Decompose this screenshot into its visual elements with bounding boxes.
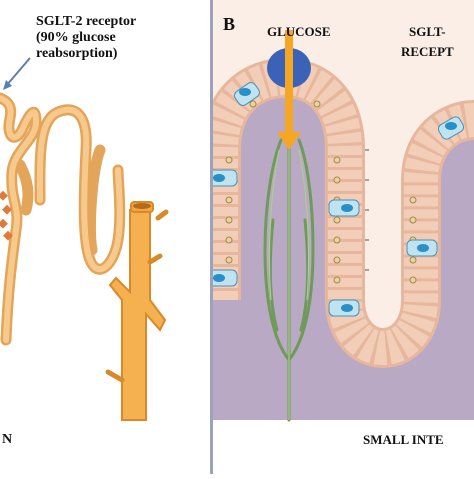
receptor-pointer-arrowhead [3, 80, 12, 90]
receptor-label-b-line: RECEPT [401, 44, 454, 59]
nephron-tubule-highlight [0, 95, 123, 343]
receptor-label-line: SGLT-2 receptor [36, 14, 137, 29]
microvilli [365, 149, 369, 271]
glucose-arrow-shaft [285, 30, 293, 138]
panel-b-bottom-label: SMALL INTE [363, 432, 444, 447]
receptor-label-line: (90% glucose [36, 30, 116, 45]
panel-b-letter: B [223, 14, 235, 34]
receptor-label-line: reabsorption) [36, 46, 118, 61]
panel-divider [210, 0, 213, 474]
glucose-arrow-head [277, 132, 301, 150]
receptor-label: SGLT-2 receptor (90% glucose reabsorptio… [36, 14, 136, 62]
receptor-pointer-arrow [5, 57, 31, 87]
glucose-label: GLUCOSE [267, 24, 331, 39]
epithelial-cells [213, 60, 474, 366]
panel-a-bottom-label: N [2, 432, 13, 447]
nephron-illustration [0, 57, 169, 421]
receptor-label-b-line: SGLT- [409, 24, 446, 39]
capillary-highlight [268, 140, 310, 420]
sglt-receptor-cells [213, 82, 465, 317]
villus-illustration: B GLUCOSE SGLT- RECEPT SMALL INTE [213, 0, 474, 474]
panel-b-small-intestine: B GLUCOSE SGLT- RECEPT SMALL INTE [213, 0, 474, 474]
sglt2-receptor-markers [0, 190, 13, 241]
panel-a-nephron: SGLT-2 receptor (90% glucose reabsorptio… [0, 0, 210, 474]
collecting-duct [105, 201, 169, 421]
